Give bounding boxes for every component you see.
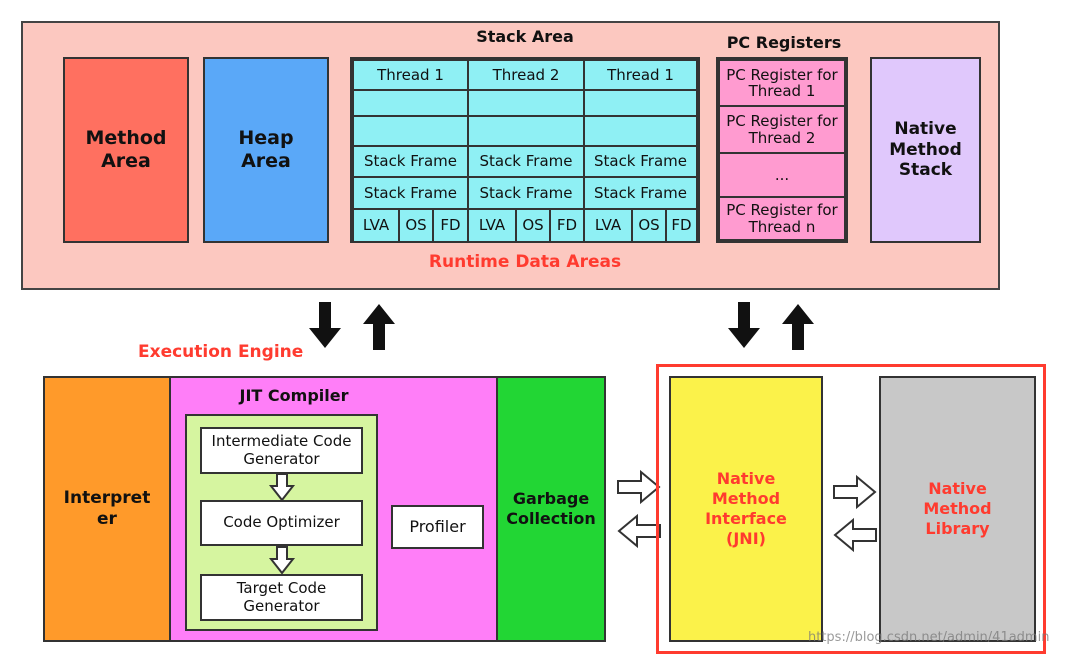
fd-slot: FD bbox=[549, 208, 585, 243]
runtime-data-areas-label: Runtime Data Areas bbox=[428, 252, 622, 272]
fd-slot: FD bbox=[665, 208, 698, 243]
empty-frame bbox=[583, 89, 698, 117]
hollow-down-arrow-icon bbox=[268, 546, 296, 575]
native-method-stack: Native Method Stack bbox=[870, 57, 981, 243]
empty-frame bbox=[352, 89, 469, 117]
pc-register: PC Register for Thread 2 bbox=[718, 105, 846, 154]
empty-frame bbox=[352, 115, 469, 147]
empty-frame bbox=[583, 115, 698, 147]
stack-area-title: Stack Area bbox=[476, 27, 574, 46]
native-method-interface: Native Method Interface (JNI) bbox=[669, 376, 823, 642]
jit-compiler-title: JIT Compiler bbox=[239, 386, 349, 405]
stack-frame: Stack Frame bbox=[583, 145, 698, 178]
down-arrow-icon bbox=[728, 302, 760, 348]
up-arrow-icon bbox=[782, 304, 814, 350]
stack-frame: Stack Frame bbox=[352, 176, 469, 210]
target-code-generator: Target Code Generator bbox=[200, 574, 363, 621]
lva-slot: LVA bbox=[583, 208, 633, 243]
pc-register: PC Register for Thread n bbox=[718, 196, 846, 241]
lva-slot: LVA bbox=[467, 208, 517, 243]
empty-frame bbox=[467, 115, 585, 147]
hollow-down-arrow-icon bbox=[268, 473, 296, 502]
stack-frame: Stack Frame bbox=[352, 145, 469, 178]
stack-frame: Stack Frame bbox=[467, 176, 585, 210]
lva-slot: LVA bbox=[352, 208, 400, 243]
pc-registers: PC Register for Thread 1 PC Register for… bbox=[716, 57, 848, 243]
hollow-left-arrow-icon bbox=[833, 517, 877, 553]
up-arrow-icon bbox=[363, 304, 395, 350]
hollow-left-arrow-icon bbox=[617, 513, 661, 549]
fd-slot: FD bbox=[432, 208, 469, 243]
down-arrow-icon bbox=[309, 302, 341, 348]
watermark: https://blog.csdn.net/admin/41admin bbox=[808, 630, 1050, 645]
pc-register: PC Register for Thread 1 bbox=[718, 59, 846, 107]
intermediate-code-generator: Intermediate Code Generator bbox=[200, 427, 363, 474]
stack-frame: Stack Frame bbox=[467, 145, 585, 178]
method-area: Method Area bbox=[63, 57, 189, 243]
hollow-right-arrow-icon bbox=[833, 474, 877, 510]
execution-engine-title: Execution Engine bbox=[138, 342, 304, 362]
os-slot: OS bbox=[631, 208, 667, 243]
pc-register-ellipsis: ... bbox=[718, 152, 846, 198]
thread-header: Thread 2 bbox=[467, 59, 585, 91]
heap-area: Heap Area bbox=[203, 57, 329, 243]
stack-frame: Stack Frame bbox=[583, 176, 698, 210]
profiler: Profiler bbox=[391, 505, 484, 549]
stack-area: Thread 1 Stack Frame Stack Frame LVA OS … bbox=[350, 57, 700, 243]
native-highlight-frame bbox=[656, 364, 1046, 654]
thread-header: Thread 1 bbox=[352, 59, 469, 91]
garbage-collection: Garbage Collection bbox=[496, 376, 606, 642]
empty-frame bbox=[467, 89, 585, 117]
hollow-right-arrow-icon bbox=[617, 469, 661, 505]
os-slot: OS bbox=[515, 208, 551, 243]
thread-header: Thread 1 bbox=[583, 59, 698, 91]
pc-registers-title: PC Registers bbox=[726, 33, 842, 52]
os-slot: OS bbox=[398, 208, 434, 243]
native-method-library: Native Method Library bbox=[879, 376, 1036, 642]
code-optimizer: Code Optimizer bbox=[200, 500, 363, 546]
interpreter: Interpret er bbox=[43, 376, 171, 642]
